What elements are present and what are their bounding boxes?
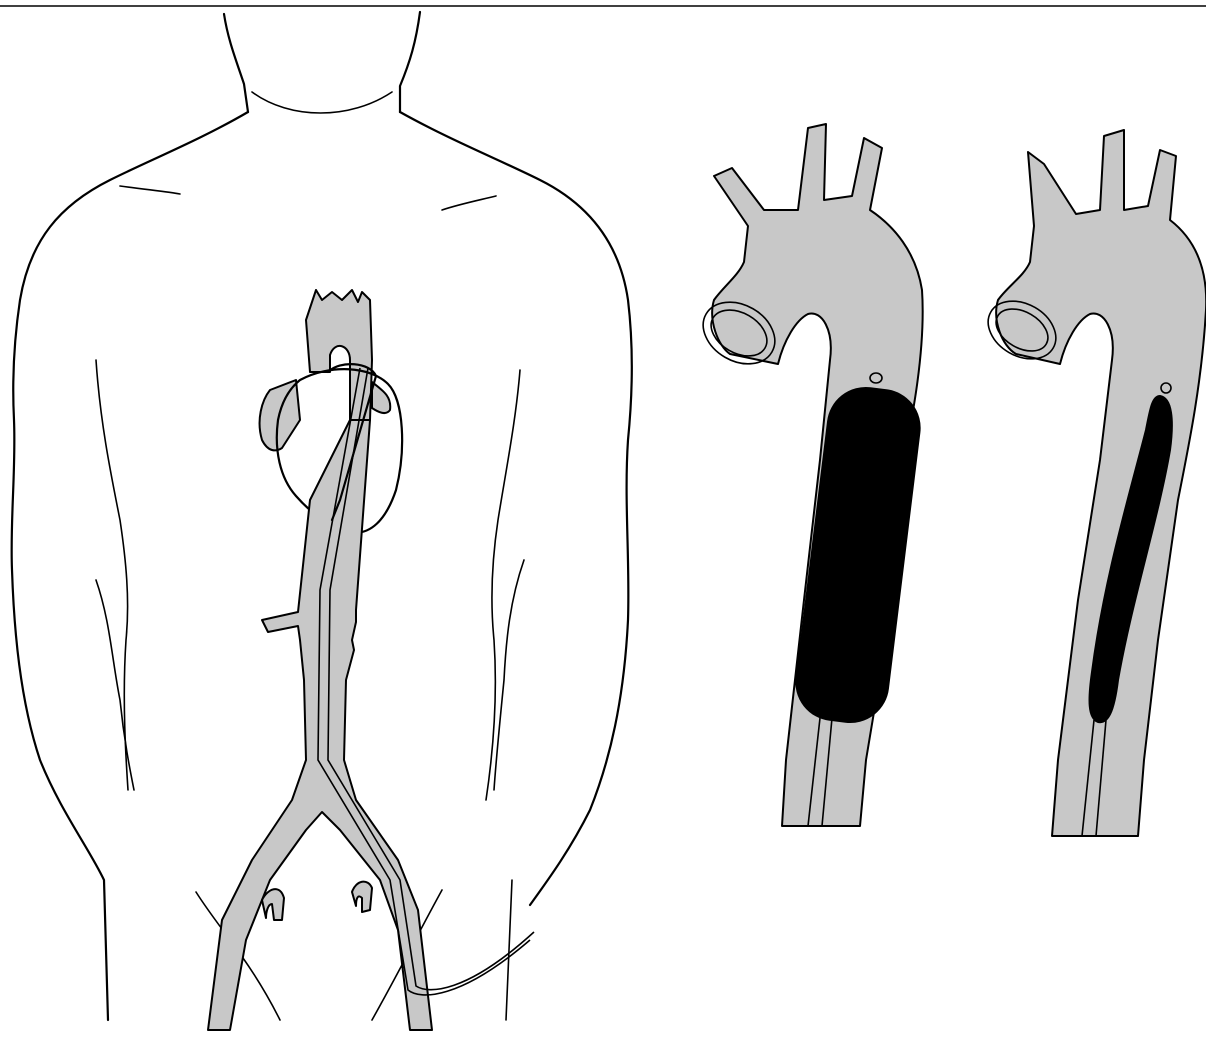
inflated-balloon [792,384,924,727]
left-clavicle [120,186,180,194]
right-arm-line [486,370,520,800]
left-internal-iliac [262,889,284,920]
neck-outline [224,14,248,112]
torso-outline-right [400,112,632,905]
descending-aorta [208,420,432,1030]
right-clavicle [442,196,496,210]
right-internal-iliac [352,882,372,912]
deflated-balloon-panel [978,130,1206,836]
left-arm-line-2 [96,580,134,790]
chin-line [252,92,392,113]
right-arm-line-2 [494,560,524,790]
aorta-deflated-panel [996,130,1206,836]
leg-line [506,880,512,1020]
torso-outline-left [12,112,248,1020]
torso-panel [12,12,632,1030]
neck-outline-right [400,12,420,112]
inflated-balloon-panel [692,124,924,826]
heart-right-appendage [372,382,390,413]
